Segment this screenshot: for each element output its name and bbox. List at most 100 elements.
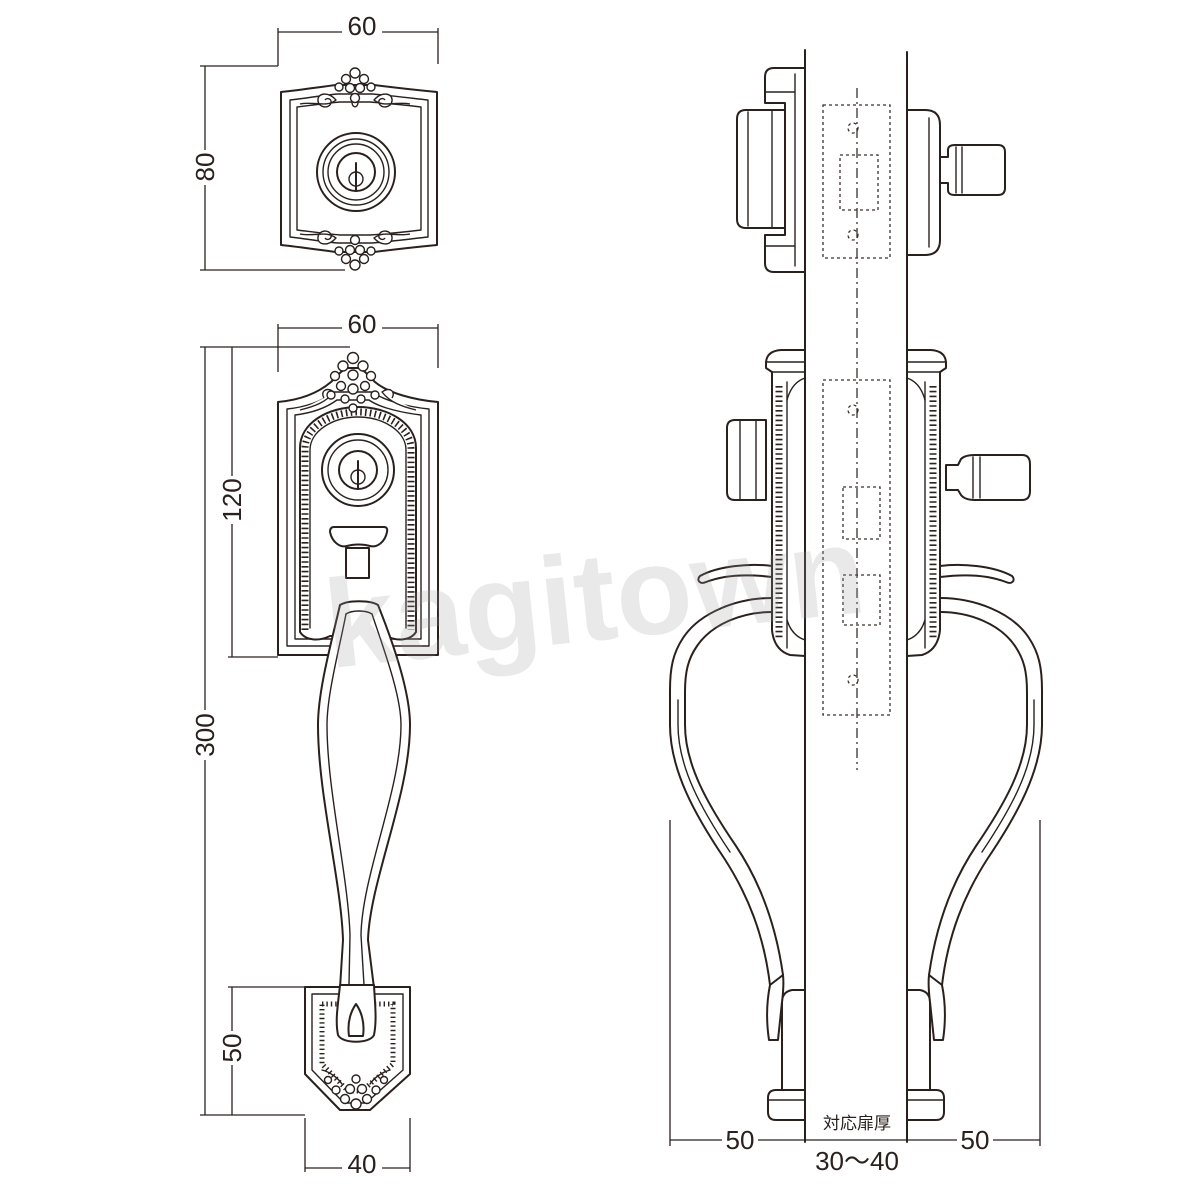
ornament-bead (340, 394, 350, 404)
grip-inner-line-left (326, 613, 351, 986)
dimension-overall-height: 300 (190, 346, 350, 1116)
mortise-case-outline (822, 379, 891, 716)
grip-inner-line-right (360, 613, 402, 986)
ornament-bead (356, 1083, 368, 1095)
ornament-bead (323, 1075, 333, 1085)
ornament-bead (329, 370, 341, 382)
screw-hole (847, 229, 859, 241)
dimension-label: 60 (348, 309, 377, 339)
dimension-label: 120 (217, 478, 247, 521)
interior-handle-thumb-turn (945, 454, 1031, 501)
ornament-bead (361, 1093, 373, 1105)
grip-top-cap (345, 610, 373, 615)
dimension-bottom-plate-height: 50 (217, 986, 305, 1115)
ornament-bead (326, 390, 336, 400)
deadbolt-exterior-side-view (736, 67, 806, 273)
dimension-cylinder-plate-width: 60 (277, 11, 439, 66)
handle-key-cylinder (321, 433, 395, 507)
ornament-bead (349, 234, 361, 246)
ornament-bead (348, 403, 358, 413)
ornament-bead (354, 82, 366, 94)
grip-outer-edge (669, 597, 773, 986)
grip-inner-edge (684, 611, 784, 976)
rope-border-inner (309, 416, 407, 629)
mortise-hub-outline (842, 486, 881, 540)
thumb-turn-knob (945, 454, 1031, 501)
grip-tip-drop (347, 1003, 365, 1037)
screw-hole (847, 122, 859, 134)
deadbolt-mortise-hidden (822, 104, 891, 259)
ornament-bead (366, 82, 376, 92)
dimension-cylinder-plate-height: 80 (190, 65, 345, 271)
thumb-turn-rose (906, 109, 941, 256)
dimension-label: 80 (190, 153, 220, 182)
latch-mortise-hidden (822, 379, 891, 716)
mortise-hub-outline (842, 574, 881, 626)
cylinder-ring (327, 439, 389, 501)
screw-hole (847, 404, 859, 416)
ornament-bead (334, 246, 344, 256)
ornament-bead (334, 82, 344, 92)
ornament-bead (358, 253, 370, 265)
grip-foot (781, 989, 806, 1093)
scroll-right (373, 230, 411, 245)
dimension-label-outside: 50 (726, 1125, 755, 1155)
dimension-handle-plate-width: 60 (277, 309, 439, 372)
ornament-bead (366, 246, 376, 256)
handle-escutcheon-inner-frame (294, 399, 422, 640)
ornament-bead (331, 1085, 341, 1095)
ornament-bead (371, 1085, 381, 1095)
door-thickness-caption: 対応扉厚 (823, 1114, 891, 1134)
rose-profile-curve (786, 619, 806, 641)
mortise-case-outline (822, 104, 891, 259)
dimension-label: 300 (190, 713, 220, 756)
ornament-bead (349, 67, 361, 79)
cylinder-escutcheon-front-view (280, 67, 438, 271)
ornament-bead (337, 360, 349, 372)
ornament-bead (339, 1093, 351, 1105)
grip-outline (317, 600, 411, 989)
escutcheon-bottom-ornament (299, 230, 411, 271)
rose-profile-curve (786, 377, 806, 401)
ornament-bead (340, 73, 352, 85)
thumb-piece (329, 526, 389, 548)
deadbolt-interior-side-view (906, 109, 1006, 256)
ornament-bead (370, 390, 380, 400)
dimension-label: 60 (348, 11, 377, 41)
exterior-handle-cylinder (726, 419, 767, 501)
ornament-bead (349, 259, 361, 271)
dimension-label: 50 (217, 1034, 247, 1063)
dimension-bottom-plate-width: 40 (304, 1118, 411, 1179)
ornament-scroll (321, 1069, 343, 1085)
handle-base-plate (767, 1089, 806, 1121)
ornament-bead (365, 370, 377, 382)
dimension-label-inside: 50 (961, 1125, 990, 1155)
handle-grip-front-view (317, 600, 411, 989)
ornament-bead (349, 92, 361, 104)
ornament-bead (344, 244, 356, 256)
ornament-scroll (369, 1069, 391, 1085)
handle-escutcheon-front-view (277, 351, 439, 656)
ornament-bead (347, 369, 359, 381)
ornament-bead (358, 73, 370, 85)
scroll-left (299, 93, 337, 108)
mortise-hub-outline (839, 154, 879, 211)
grip-highlight-line (677, 699, 731, 853)
ornament-bead (351, 1074, 361, 1084)
door-thickness-range: 30～40 (815, 1146, 899, 1176)
screw-hole (847, 674, 859, 686)
ornament-bead (354, 244, 366, 256)
deadbolt-cylinder-body (736, 109, 786, 229)
scroll-right (381, 388, 417, 411)
ornament-bead (347, 383, 359, 395)
ornament-bead (335, 380, 347, 392)
key-cylinder (316, 132, 396, 212)
ornament-bead (340, 253, 352, 265)
cylinder-ring (322, 138, 390, 206)
ornament-drop (351, 102, 359, 108)
ornament-bead (346, 351, 360, 365)
dimension-projection-and-door-thickness: 50 対応扉厚 30～40 50 (669, 820, 1041, 1176)
ornament-bead (379, 1075, 389, 1085)
dimension-handle-plate-height: 120 (217, 347, 278, 658)
